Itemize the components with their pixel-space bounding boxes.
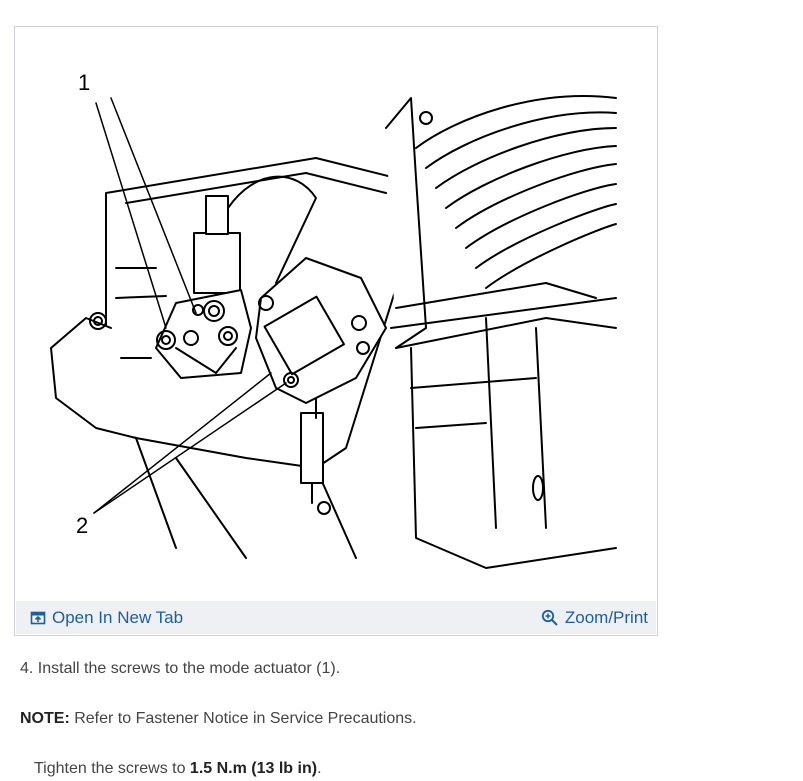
torque-prefix: Tighten the screws to	[34, 760, 190, 777]
figure-toolbar: Open In New Tab Zoom/Print	[16, 601, 656, 634]
figure-card: 1 2 Open In New Tab Zoom/Print	[14, 26, 658, 636]
zoom-print-button[interactable]: Zoom/Print	[541, 601, 648, 634]
note-text: Refer to Fastener Notice in Service Prec…	[69, 710, 417, 727]
callout-2: 2	[76, 513, 88, 538]
callout-1: 1	[78, 70, 90, 95]
open-in-new-tab-button[interactable]: Open In New Tab	[30, 601, 183, 634]
torque-value: 1.5 N.m (13 lb in)	[189, 760, 318, 777]
zoom-in-icon	[541, 609, 558, 626]
open-in-new-tab-label: Open In New Tab	[52, 608, 184, 627]
note-paragraph: NOTE: Refer to Fastener Notice in Servic…	[20, 710, 417, 728]
note-label: NOTE:	[20, 710, 70, 727]
torque-paragraph: Tighten the screws to 1.5 N.m (13 lb in)…	[34, 760, 322, 778]
open-new-tab-icon	[30, 611, 46, 624]
zoom-print-label: Zoom/Print	[564, 608, 648, 627]
mode-actuator-diagram: 1 2	[50, 70, 617, 569]
step-4-text: 4. Install the screws to the mode actuat…	[20, 660, 341, 677]
torque-suffix: .	[317, 760, 322, 777]
